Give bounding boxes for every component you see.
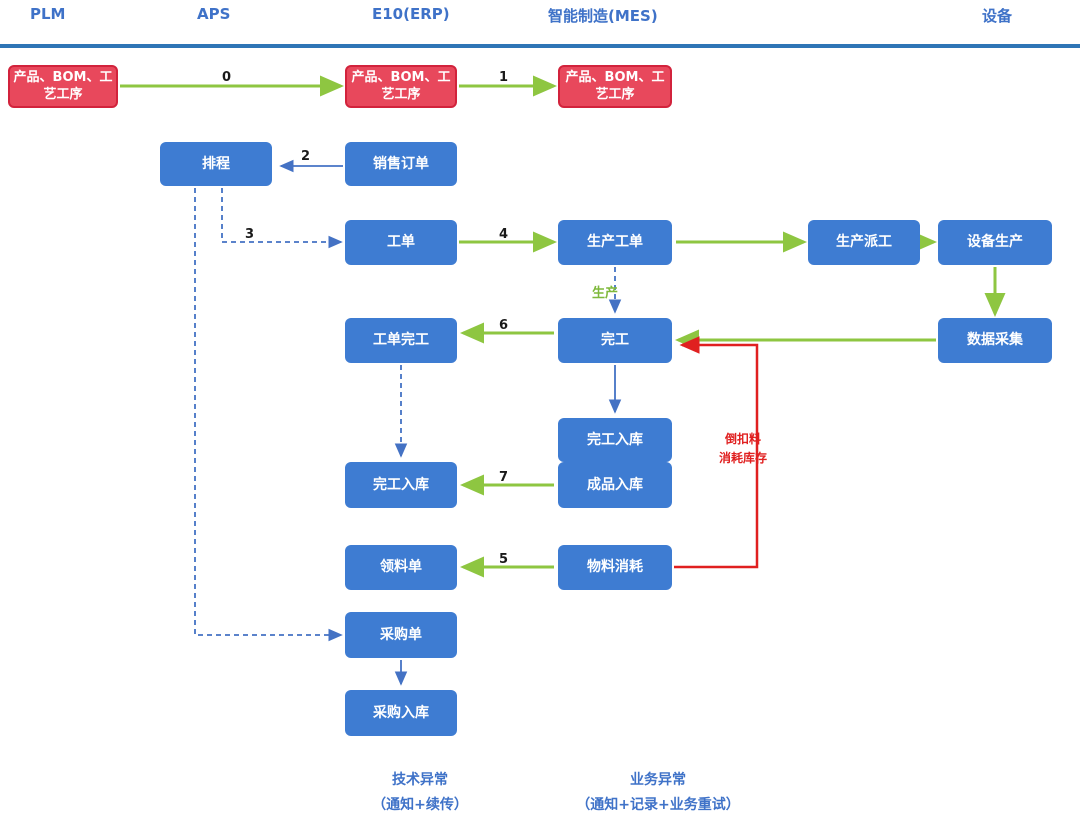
device-data-collect-box: 数据采集 — [938, 318, 1052, 363]
aps-plan-box: 排程 — [160, 142, 272, 186]
aps-plan-label: 排程 — [202, 155, 230, 172]
erp-material-req-label: 领料单 — [380, 559, 422, 576]
biz-exception-title: 业务异常 — [630, 772, 686, 788]
step-label-7: 7 — [499, 470, 509, 485]
device-dispatch-box: 生产派工 — [808, 220, 920, 265]
mes-complete-in-label: 完工入库 — [587, 431, 643, 448]
device-production-label: 设备生产 — [967, 234, 1023, 251]
mes-product-in-label: 成品入库 — [587, 476, 643, 493]
erp-complete-in-box: 完工入库 — [345, 462, 457, 508]
mes-complete-box: 完工 — [558, 318, 672, 363]
erp-sales-order-box: 销售订单 — [345, 142, 457, 186]
mes-bom-box: 产品、BOM、工艺工序 — [558, 65, 672, 108]
erp-work-complete-box: 工单完工 — [345, 318, 457, 363]
mes-material-consume-box: 物料消耗 — [558, 545, 672, 590]
column-header-erp: E10(ERP) — [372, 5, 450, 23]
column-header-plm: PLM — [30, 5, 66, 23]
tech-exception-title: 技术异常 — [392, 772, 448, 788]
erp-material-req-box: 领料单 — [345, 545, 457, 590]
plm-bom-label: 产品、BOM、工艺工序 — [13, 69, 113, 102]
mes-complete-in-box: 完工入库 — [558, 418, 672, 462]
column-header-aps: APS — [197, 5, 231, 23]
erp-purchase-order-box: 采购单 — [345, 612, 457, 658]
production-label: 生产 — [592, 286, 619, 301]
tech-exception-subtitle: （通知+续传） — [372, 797, 468, 814]
step-label-1: 1 — [499, 70, 509, 85]
mes-bom-label: 产品、BOM、工艺工序 — [565, 69, 665, 102]
step-label-4: 4 — [499, 227, 509, 242]
device-data-collect-label: 数据采集 — [967, 332, 1023, 349]
mes-material-consume-label: 物料消耗 — [587, 559, 643, 576]
mes-work-order-label: 生产工单 — [587, 234, 643, 251]
backflush-annotation: 倒扣料 消耗库存 — [703, 430, 783, 468]
mes-product-in-box: 成品入库 — [558, 462, 672, 508]
erp-work-order-box: 工单 — [345, 220, 457, 265]
erp-work-complete-label: 工单完工 — [373, 332, 429, 349]
step-label-5: 5 — [499, 552, 509, 567]
backflush-line2: 消耗库存 — [718, 451, 767, 466]
erp-sales-order-label: 销售订单 — [373, 155, 429, 172]
erp-purchase-in-box: 采购入库 — [345, 690, 457, 736]
step-label-2: 2 — [301, 149, 311, 164]
step-label-3: 3 — [245, 227, 255, 242]
backflush-line1: 倒扣料 — [724, 432, 761, 446]
erp-bom-label: 产品、BOM、工艺工序 — [351, 69, 451, 102]
column-header-mes: 智能制造(MES) — [548, 7, 658, 25]
step-label-0: 0 — [222, 70, 232, 85]
step-label-6: 6 — [499, 318, 509, 333]
tech-exception-note: 技术异常 （通知+续传） — [335, 768, 505, 818]
device-production-box: 设备生产 — [938, 220, 1052, 265]
erp-purchase-order-label: 采购单 — [380, 626, 422, 643]
mes-work-order-box: 生产工单 — [558, 220, 672, 265]
erp-purchase-in-label: 采购入库 — [373, 704, 429, 721]
biz-exception-subtitle: （通知+记录+业务重试） — [576, 797, 740, 814]
header-divider-line — [0, 44, 1080, 48]
arrow-aps-to-erp-purchase — [194, 188, 343, 642]
erp-bom-box: 产品、BOM、工艺工序 — [345, 65, 457, 108]
column-header-device: 设备 — [982, 7, 1013, 25]
device-dispatch-label: 生产派工 — [836, 234, 892, 251]
erp-complete-in-label: 完工入库 — [373, 476, 429, 493]
arrow-aps-to-erp-workorder — [221, 188, 343, 249]
plm-bom-box: 产品、BOM、工艺工序 — [8, 65, 118, 108]
biz-exception-note: 业务异常 （通知+记录+业务重试） — [548, 768, 768, 818]
erp-work-order-label: 工单 — [387, 234, 415, 251]
mes-complete-label: 完工 — [601, 332, 629, 349]
